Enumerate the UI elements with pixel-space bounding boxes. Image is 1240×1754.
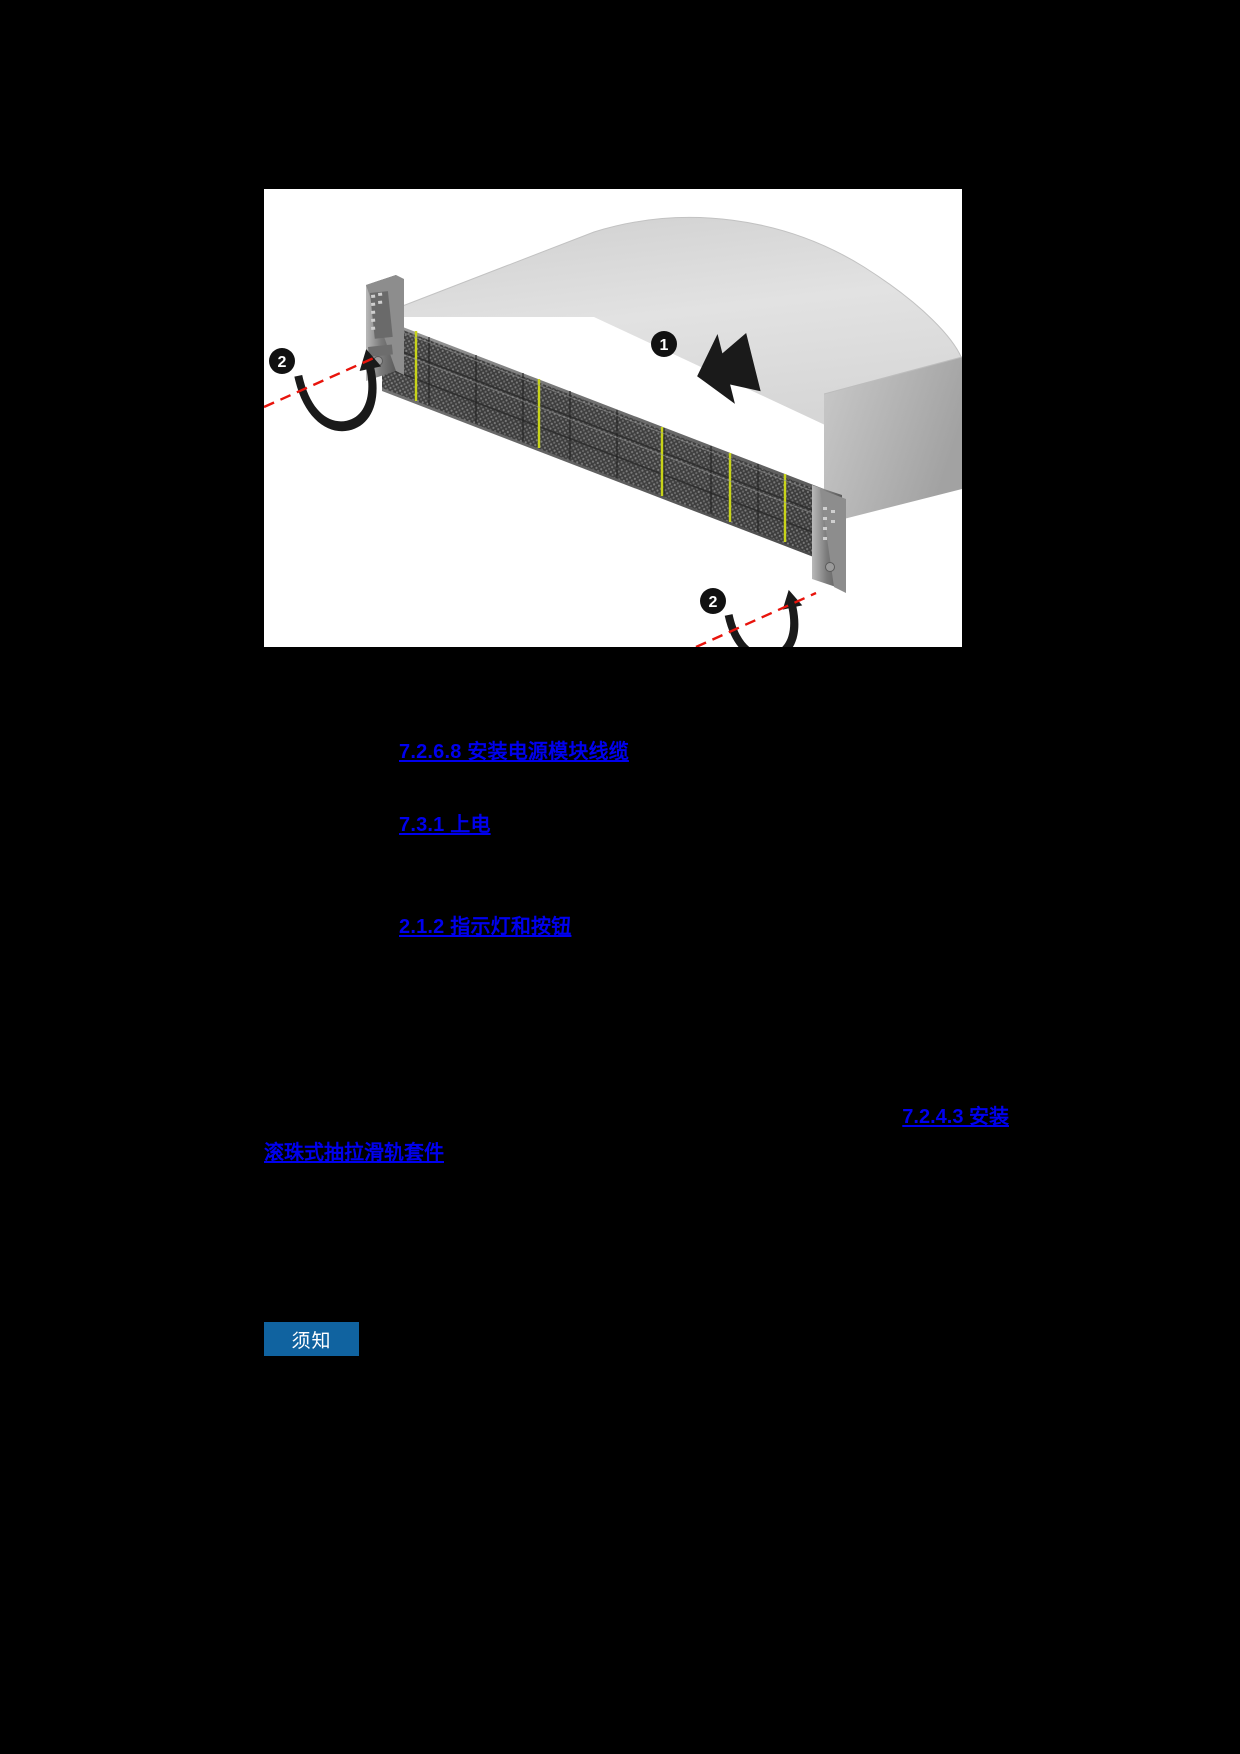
link-install-ball-bearing-rail-kit-line2[interactable]: 滚珠式抽拉滑轨套件 (264, 1142, 444, 1164)
chassis-drive-bay-front (381, 319, 824, 561)
link-power-on[interactable]: 7.3.1 上电 (399, 814, 491, 836)
chassis-top-cover (373, 217, 962, 489)
svg-text:2: 2 (278, 354, 287, 371)
svg-text:2: 2 (709, 594, 718, 611)
chassis-side-panel (823, 356, 962, 524)
front-panel-indicators (371, 292, 383, 330)
callout-2-right-group: 2 (695, 588, 817, 647)
svg-text:1: 1 (660, 337, 669, 354)
link-install-ball-bearing-rail-kit-line1[interactable]: 7.2.4.3 安装 (902, 1106, 1009, 1128)
link-indicators-and-buttons[interactable]: 2.1.2 指示灯和按钮 (399, 916, 572, 938)
push-direction-arrow (697, 333, 761, 404)
left-mounting-ear (366, 275, 404, 381)
callout-2-left-badge: 2 (269, 348, 295, 374)
screw-rotation-arrow-right (724, 589, 803, 647)
right-mounting-ear (812, 485, 846, 593)
drive-latch-strips (414, 331, 787, 542)
callout-1-group: 1 (651, 331, 761, 404)
link-install-power-module-cable[interactable]: 7.2.6.8 安装电源模块线缆 (399, 741, 629, 763)
callout-2-left-group: 2 (264, 348, 382, 432)
screw-rotation-arrow-left (294, 349, 382, 432)
notice-badge-label: 须知 (291, 1330, 332, 1352)
callout-2-right-badge: 2 (700, 588, 726, 614)
figure-panel: 1 2 2 (264, 189, 962, 647)
link-install-ball-bearing-rail-kit-wrapper: 7.2.4.3 安装 滚珠式抽拉滑轨套件 (264, 1100, 1009, 1170)
screw-axis-line-right (695, 591, 817, 647)
screw-axis-line-left (264, 355, 377, 409)
callout-1-badge: 1 (651, 331, 677, 357)
server-install-figure: 1 2 2 (264, 217, 962, 647)
notice-badge: 须知 (264, 1322, 359, 1356)
front-panel-indicators-right (823, 507, 835, 540)
